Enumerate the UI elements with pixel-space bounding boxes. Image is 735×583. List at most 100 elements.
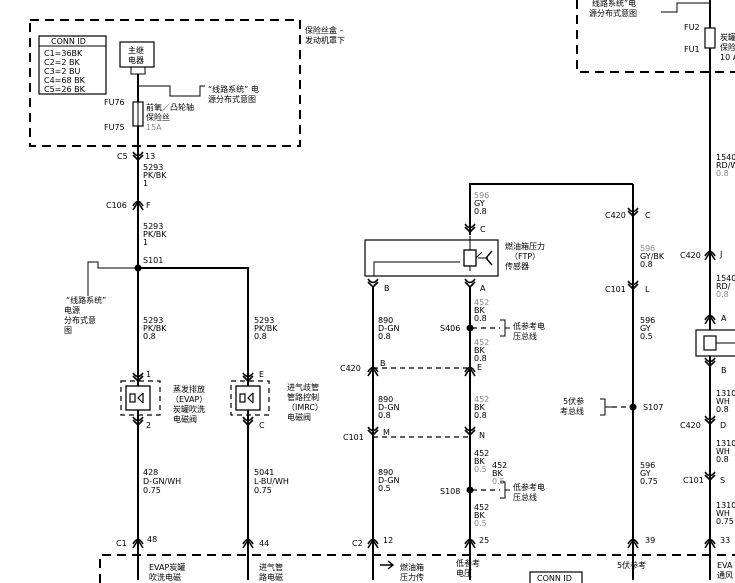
connector-pin: F <box>146 201 151 210</box>
wire-gauge: 0.75 <box>640 477 658 486</box>
wire-gauge: 0.75 <box>716 517 734 526</box>
main-relay: 主继 电器 <box>119 41 155 102</box>
wire-color: D-GN <box>378 324 400 333</box>
bottom-label: 低参考 <box>456 558 480 568</box>
wire-color: RD/W <box>716 161 735 170</box>
bottom-label: 5伏参考 <box>617 560 646 570</box>
fuse-name: 保险 <box>720 42 735 52</box>
wire-color: RD/ <box>716 282 731 291</box>
splice-s406 <box>466 324 474 332</box>
power-reference-label: 源分布式意图 <box>589 8 637 18</box>
fuse-name: 前氧／凸轮轴 <box>146 102 194 112</box>
connector-pin: 48 <box>147 535 157 544</box>
wire-gauge: 0.8 <box>640 260 653 269</box>
wire-gauge: 0.8 <box>474 411 487 420</box>
wire-gauge: 0.5 <box>640 332 653 341</box>
connector-pin: B <box>380 359 386 368</box>
component-label: 电磁阀 <box>173 414 197 424</box>
connector-pin: 13 <box>145 152 155 161</box>
wire-number: 1540 <box>716 153 735 162</box>
fuse-terminal-label: FU2 <box>684 23 700 32</box>
wire-color: BK <box>474 511 485 520</box>
component-label: 电磁阀 <box>287 412 311 422</box>
connector-pin: M <box>383 428 390 437</box>
wire-number: 5041 <box>254 468 274 477</box>
bottom-label: 吹洗电磁 <box>149 572 181 582</box>
connector-pin: 44 <box>259 539 269 548</box>
bottom-label: 燃油箱 <box>400 562 424 572</box>
wire-number: 1540 <box>716 274 735 283</box>
wire-number: 452 <box>492 461 507 470</box>
conn-id-bottom: CONN ID <box>537 574 572 583</box>
wire-gauge: 0.5 <box>492 477 505 486</box>
connector-pin: N <box>479 431 485 440</box>
five-volt-reference-label: 考总线 <box>560 406 584 416</box>
wire-color: BK <box>492 469 503 478</box>
connector-c420-label: C420 <box>605 211 626 220</box>
main-relay-label: 电器 <box>128 55 144 65</box>
wire-number: 452 <box>474 449 489 458</box>
low-reference-label: 低参考电 <box>513 482 545 492</box>
wire-color: GY <box>640 469 651 478</box>
wire-gauge: 0.8 <box>474 207 487 216</box>
wire-color: L-BU/WH <box>254 477 289 486</box>
connector-pin: S <box>720 476 725 485</box>
module-boundary: EVAP炭罐 吹洗电磁 进气管 路电磁 <box>99 554 735 583</box>
wire-gauge: 0.8 <box>143 332 156 341</box>
wire-number: 596 <box>640 316 655 325</box>
evap-purge-solenoid: 1 2 蒸发排放 （EVAP） 炭罐吹洗 电磁阀 <box>120 370 207 430</box>
wire-color: GY <box>640 324 651 333</box>
fuse-box-subtitle: 发动机罩下 <box>305 35 345 45</box>
ftp-sensor-circuit: 596 GY 0.8 C 燃油箱压力 （FTP） 传感器 B A 452 BK … <box>340 183 633 583</box>
conn-id-line: C5=26 BK <box>44 85 86 94</box>
connector-c420-label: C420 <box>680 251 701 260</box>
component-label: 进气歧管 <box>287 382 319 392</box>
connector-pin: 1 <box>146 370 151 379</box>
splice-s101-label: S101 <box>143 256 163 265</box>
power-reference-label: “线路系统” 电 <box>208 84 259 94</box>
wire-number: 890 <box>378 395 393 404</box>
wire-color: BK <box>474 403 485 412</box>
bottom-label: EVA <box>717 561 733 570</box>
fuse-name: 炭罐 <box>720 32 735 42</box>
fuse-terminal-label: FU76 <box>104 98 125 107</box>
component-label: 蒸发排放 <box>173 384 205 394</box>
fuse-rating: 10 A <box>720 53 735 62</box>
bottom-label: 压力传 <box>400 572 424 582</box>
right-edge-circuit: 线路系统”电 源分布式意图 FU2 FU1 炭罐 保险 10 A 1540 RD… <box>576 0 735 580</box>
low-reference-label: 压总线 <box>513 492 537 502</box>
wire-gauge: 0.8 <box>254 332 267 341</box>
conn-id-title: CONN ID <box>51 37 86 46</box>
connector-c5-label: C5 <box>117 152 128 161</box>
splice-s107-label: S107 <box>643 403 663 412</box>
connector-pin: E <box>259 370 264 379</box>
fuse-box: 保险丝盒 – 发动机罩下 CONN ID C1=36BK C2=2 BK C3=… <box>29 19 345 150</box>
bottom-label: 电压 <box>456 568 472 578</box>
conn-id-line: C3=2 BU <box>44 67 81 76</box>
wire-number: 1310 <box>716 389 735 398</box>
connector-c420-label: C420 <box>680 421 701 430</box>
connector-c1-label: C1 <box>116 539 127 548</box>
wire-gauge: 0.8 <box>378 411 391 420</box>
connector-c2-label: C2 <box>352 539 363 548</box>
splice-s108 <box>466 486 474 494</box>
power-reference-label: 电源 <box>64 305 80 315</box>
fuse-box-title: 保险丝盒 – <box>305 25 344 35</box>
conn-id-table: CONN ID C1=36BK C2=2 BK C3=2 BU C4=68 BK… <box>38 35 107 95</box>
wire-number: 596 <box>640 461 655 470</box>
wire-number: 5293 <box>143 316 163 325</box>
wire-gauge: 0.8 <box>474 314 487 323</box>
wire-color: D-GN/WH <box>143 477 181 486</box>
splice-s107 <box>629 403 637 411</box>
fuse-rating: 15A <box>146 123 162 132</box>
connector-pin: E <box>477 363 482 372</box>
conn-id-line: C4=68 BK <box>44 76 86 85</box>
connector-c106-label: C106 <box>106 201 127 210</box>
five-volt-reference-circuit: C420 C 596 GY/BK 0.8 C101 L 596 GY 0.5 5… <box>560 184 665 580</box>
low-reference-label: 压总线 <box>513 331 537 341</box>
connector-pin: C <box>645 211 651 220</box>
wire-gauge: 0.5 <box>378 484 391 493</box>
component-label: （FTP） <box>510 252 540 261</box>
connector-pin: 25 <box>479 536 489 545</box>
connector-pin: C <box>259 421 265 430</box>
